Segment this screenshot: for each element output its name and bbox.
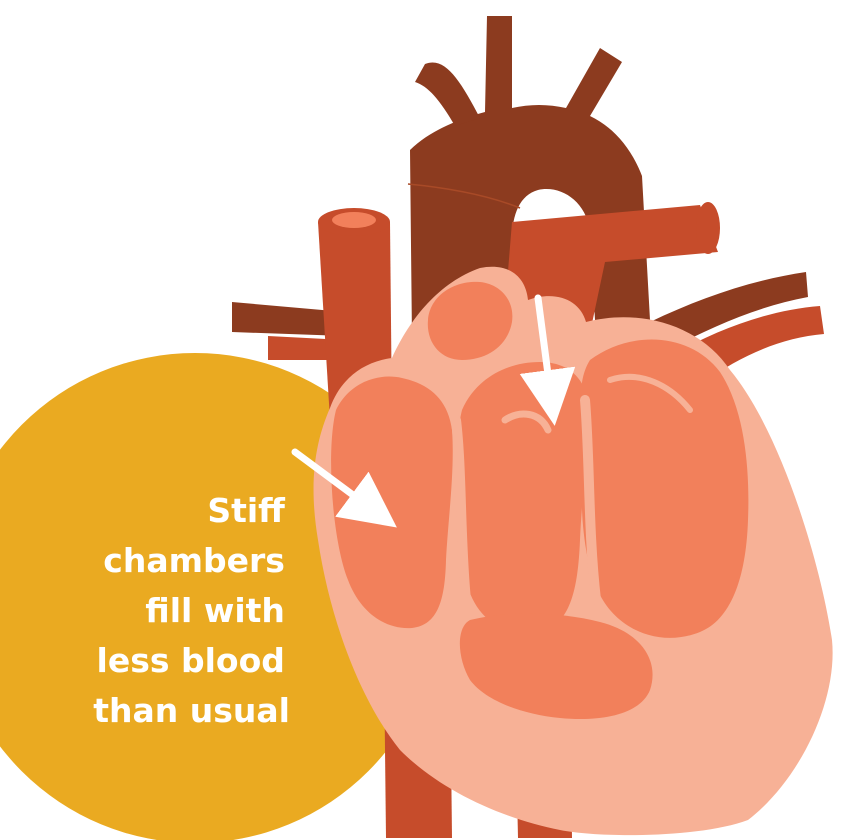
callout-line: chambers bbox=[103, 541, 285, 580]
middle-chamber bbox=[457, 362, 589, 633]
pulmonary-artery-end bbox=[696, 202, 720, 254]
callout-line: fill with bbox=[145, 591, 285, 630]
aorta-branch-left bbox=[415, 62, 480, 126]
callout-line: than usual bbox=[93, 691, 290, 730]
callout-line: Stiff bbox=[207, 491, 286, 530]
callout-line: less blood bbox=[97, 641, 285, 680]
